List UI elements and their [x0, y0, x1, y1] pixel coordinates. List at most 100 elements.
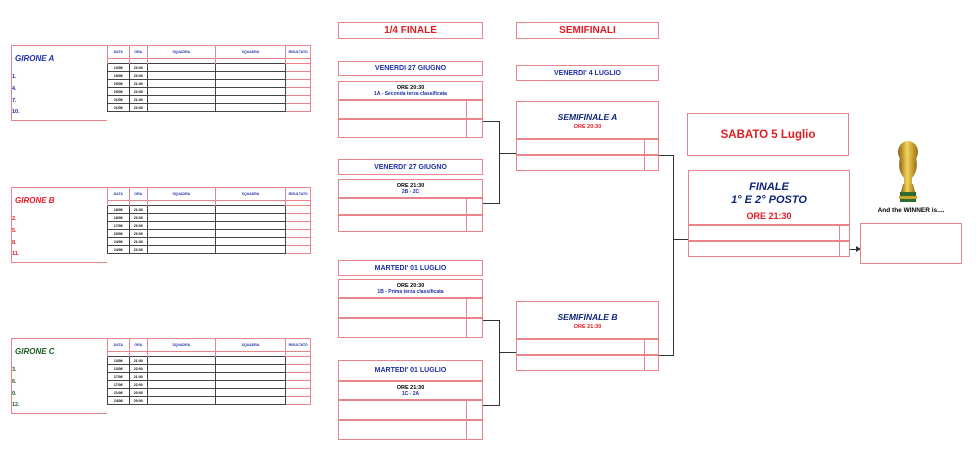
- result-cell[interactable]: [285, 205, 311, 214]
- final-team1-slot[interactable]: [688, 225, 850, 241]
- connector-sfB-in: [499, 352, 516, 353]
- team-cell[interactable]: [214, 396, 287, 405]
- team-cell[interactable]: [214, 103, 287, 112]
- team-cell[interactable]: [146, 103, 216, 112]
- group-title: GIRONE B: [15, 196, 55, 205]
- team-cell[interactable]: [146, 205, 216, 214]
- winner-slot[interactable]: [860, 223, 962, 264]
- match-time: 20:00: [128, 229, 148, 238]
- team-cell[interactable]: [214, 372, 287, 381]
- team-cell[interactable]: [146, 79, 216, 88]
- result-cell[interactable]: [285, 396, 311, 405]
- team-cell[interactable]: [146, 245, 216, 254]
- qf2-team1-slot[interactable]: [338, 198, 483, 215]
- result-cell[interactable]: [285, 79, 311, 88]
- team-cell[interactable]: [214, 245, 287, 254]
- result-cell[interactable]: [285, 103, 311, 112]
- result-cell[interactable]: [285, 229, 311, 238]
- team-cell[interactable]: [146, 388, 216, 397]
- result-cell[interactable]: [285, 213, 311, 222]
- final-team2-slot[interactable]: [688, 241, 850, 257]
- result-cell[interactable]: [285, 380, 311, 389]
- result-cell[interactable]: [285, 221, 311, 230]
- team-cell[interactable]: [214, 364, 287, 373]
- match-date: 16/06: [107, 205, 130, 214]
- team-cell[interactable]: [214, 79, 287, 88]
- team-cell[interactable]: [146, 63, 216, 72]
- team-cell[interactable]: [214, 71, 287, 80]
- result-cell[interactable]: [285, 364, 311, 373]
- connector-qf34-v: [499, 320, 500, 406]
- team-cell[interactable]: [146, 221, 216, 230]
- result-cell[interactable]: [285, 95, 311, 104]
- team-cell[interactable]: [214, 380, 287, 389]
- qf1-team1-slot[interactable]: [338, 100, 483, 119]
- semifinal-a-time: ORE 20:30: [573, 124, 602, 130]
- team-cell[interactable]: [214, 213, 287, 222]
- team-cell[interactable]: [146, 213, 216, 222]
- qf3-team2-slot[interactable]: [338, 318, 483, 338]
- result-cell[interactable]: [285, 63, 311, 72]
- team-cell[interactable]: [214, 63, 287, 72]
- table-header-cell: SQUADRA: [146, 187, 216, 201]
- qf4-team2-slot[interactable]: [338, 420, 483, 440]
- match-time: 22:00: [128, 213, 148, 222]
- team-cell[interactable]: [146, 237, 216, 246]
- team-cell[interactable]: [146, 95, 216, 104]
- qf2-info: ORE 21:30 2B - 2C: [338, 179, 483, 198]
- match-time: 20:00: [128, 396, 148, 405]
- connector-qf12-v: [499, 121, 500, 204]
- team-cell[interactable]: [214, 87, 287, 96]
- semifinal-a-team1-slot[interactable]: [516, 139, 659, 155]
- semifinal-a-team2-slot[interactable]: [516, 155, 659, 171]
- match-date: 16/06: [107, 213, 130, 222]
- qf4-team1-slot[interactable]: [338, 400, 483, 420]
- connector-qf1: [483, 121, 499, 122]
- result-cell[interactable]: [285, 237, 311, 246]
- qf2-date: VENERDI' 27 GIUGNO: [338, 159, 483, 175]
- team-cell[interactable]: [146, 372, 216, 381]
- team-cell[interactable]: [214, 237, 287, 246]
- qf4-time: ORE 21:30: [396, 385, 425, 391]
- result-cell[interactable]: [285, 356, 311, 365]
- match-time: 21:00: [128, 372, 148, 381]
- semifinal-b-info: SEMIFINALE B ORE 21:30: [516, 301, 659, 339]
- team-cell[interactable]: [214, 356, 287, 365]
- team-cell[interactable]: [146, 356, 216, 365]
- team-cell[interactable]: [214, 221, 287, 230]
- result-cell[interactable]: [285, 71, 311, 80]
- team-cell[interactable]: [146, 396, 216, 405]
- team-cell[interactable]: [146, 364, 216, 373]
- qf3-team1-slot[interactable]: [338, 298, 483, 318]
- team-cell[interactable]: [214, 205, 287, 214]
- match-time: 22:00: [128, 380, 148, 389]
- arrow-right-icon: [856, 246, 861, 252]
- semifinal-b-team2-slot[interactable]: [516, 355, 659, 371]
- semifinal-a-info: SEMIFINALE A ORE 20:30: [516, 101, 659, 139]
- team-cell[interactable]: [146, 87, 216, 96]
- team-cell[interactable]: [214, 229, 287, 238]
- team-cell[interactable]: [214, 388, 287, 397]
- team-cell[interactable]: [146, 380, 216, 389]
- table-header-cell: SQUADRA: [146, 45, 216, 59]
- semifinal-b-team1-slot[interactable]: [516, 339, 659, 355]
- qf1-team2-slot[interactable]: [338, 119, 483, 138]
- match-date: 24/06: [107, 237, 130, 246]
- qf2-team2-slot[interactable]: [338, 215, 483, 232]
- result-cell[interactable]: [285, 388, 311, 397]
- team-cell[interactable]: [146, 71, 216, 80]
- result-cell[interactable]: [285, 87, 311, 96]
- team-cell[interactable]: [214, 95, 287, 104]
- result-cell[interactable]: [285, 372, 311, 381]
- table-header-cell: RISULTATO: [285, 187, 311, 201]
- result-cell[interactable]: [285, 245, 311, 254]
- team-cell[interactable]: [146, 229, 216, 238]
- qf1-teams: 1A - Seconda terza classificata: [374, 91, 447, 97]
- connector-sfB-out: [659, 355, 673, 356]
